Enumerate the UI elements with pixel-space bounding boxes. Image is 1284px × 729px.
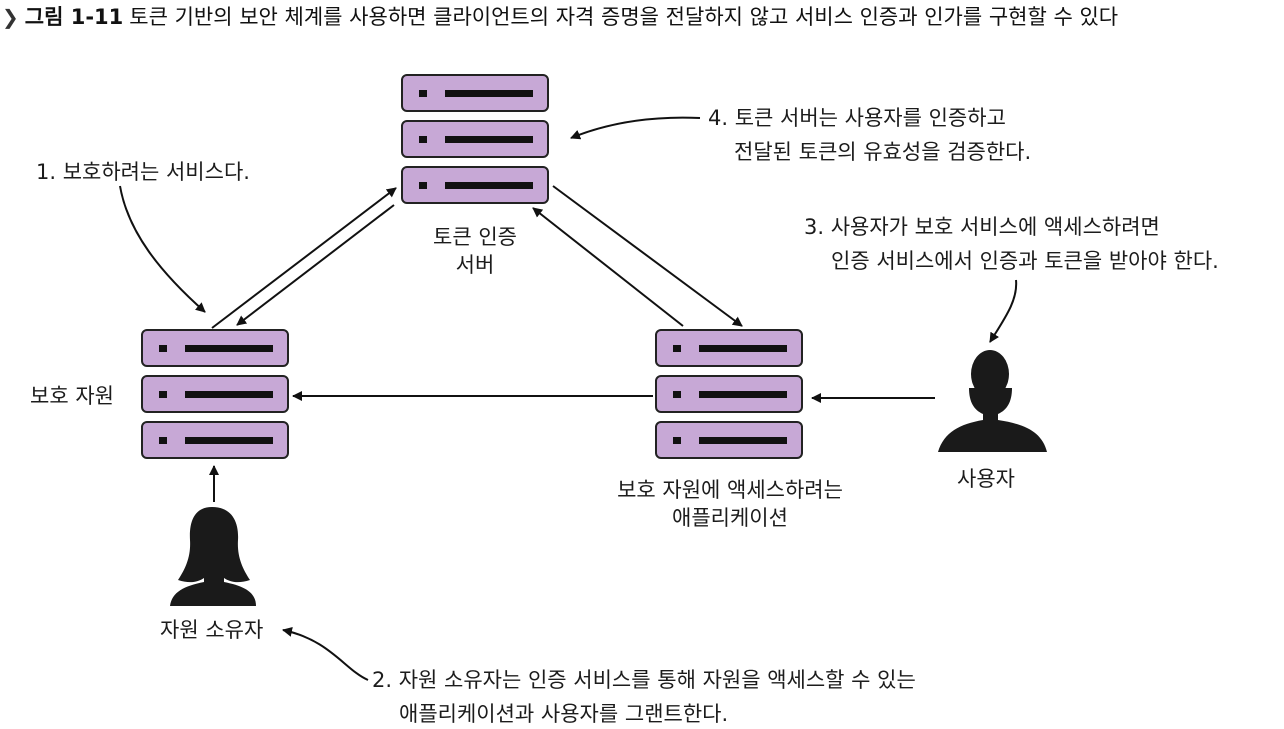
- leader-note-4: [570, 116, 701, 140]
- server-led: [419, 136, 427, 143]
- figure-number: 그림 1-11: [24, 5, 124, 29]
- server-slot: [699, 437, 787, 444]
- note-3-line2: 인증 서비스에서 인증과 토큰을 받아야 한다.: [831, 249, 1219, 273]
- leader-note-1: [119, 185, 206, 313]
- arrow-token-server-to-client: [552, 185, 743, 327]
- leader-note-3: [989, 279, 1018, 343]
- server-unit: [141, 329, 289, 367]
- user-label: 사용자: [957, 467, 1015, 491]
- server-led: [159, 345, 167, 352]
- server-unit: [401, 166, 549, 204]
- server-unit: [141, 375, 289, 413]
- server-slot: [445, 90, 533, 97]
- note-4-line2: 전달된 토큰의 유효성을 검증한다.: [734, 140, 1032, 164]
- server-led: [673, 345, 681, 352]
- server-slot: [185, 345, 273, 352]
- user-icon: [938, 350, 1047, 452]
- server-unit: [401, 74, 549, 112]
- arrow-resource-to-token-server: [211, 187, 397, 329]
- server-led: [419, 182, 427, 189]
- server-unit: [401, 120, 549, 158]
- server-slot: [445, 136, 533, 143]
- note-3-line1: 3. 사용자가 보호 서비스에 액세스하려면: [804, 215, 1160, 239]
- server-led: [673, 437, 681, 444]
- server-unit: [655, 421, 803, 459]
- server-unit: [141, 421, 289, 459]
- chevron-icon: ❯: [2, 5, 19, 29]
- note-2-line1: 2. 자원 소유자는 인증 서비스를 통해 자원을 액세스할 수 있는: [372, 668, 916, 692]
- server-led: [419, 90, 427, 97]
- server-unit: [655, 329, 803, 367]
- server-slot: [699, 391, 787, 398]
- arrow-client-to-token-server: [532, 207, 684, 327]
- protected-resource-label: 보호 자원: [30, 384, 114, 408]
- resource-owner-label: 자원 소유자: [160, 618, 264, 642]
- leader-note-2: [282, 626, 369, 681]
- note-2: 2. 자원 소유자는 인증 서비스를 통해 자원을 액세스할 수 있는 애플리케…: [372, 666, 916, 728]
- client-app-label: 보호 자원에 액세스하려는 애플리케이션: [590, 476, 870, 532]
- resource-owner-icon: [170, 507, 256, 606]
- note-4: 4. 토큰 서버는 사용자를 인증하고 전달된 토큰의 유효성을 검증한다.: [708, 104, 1031, 166]
- note-1: 1. 보호하려는 서비스다.: [36, 160, 250, 184]
- client-app-label-line1: 보호 자원에 액세스하려는: [617, 478, 843, 502]
- server-unit: [655, 375, 803, 413]
- server-led: [159, 437, 167, 444]
- caption-text: 토큰 기반의 보안 체계를 사용하면 클라이언트의 자격 증명을 전달하지 않고…: [129, 5, 1119, 29]
- server-slot: [699, 345, 787, 352]
- server-slot: [185, 391, 273, 398]
- note-3: 3. 사용자가 보호 서비스에 액세스하려면 인증 서비스에서 인증과 토큰을 …: [804, 213, 1219, 275]
- arrow-token-server-to-resource: [236, 204, 395, 326]
- server-slot: [185, 437, 273, 444]
- client-app-label-line2: 애플리케이션: [672, 506, 788, 530]
- server-led: [159, 391, 167, 398]
- server-slot: [445, 182, 533, 189]
- server-led: [673, 391, 681, 398]
- token-server-label-line1: 토큰 인증: [433, 225, 517, 249]
- note-2-line2: 애플리케이션과 사용자를 그랜트한다.: [399, 702, 729, 726]
- token-server-label: 토큰 인증 서버: [405, 223, 545, 279]
- token-server-label-line2: 서버: [455, 253, 495, 277]
- note-4-line1: 4. 토큰 서버는 사용자를 인증하고: [708, 106, 1006, 130]
